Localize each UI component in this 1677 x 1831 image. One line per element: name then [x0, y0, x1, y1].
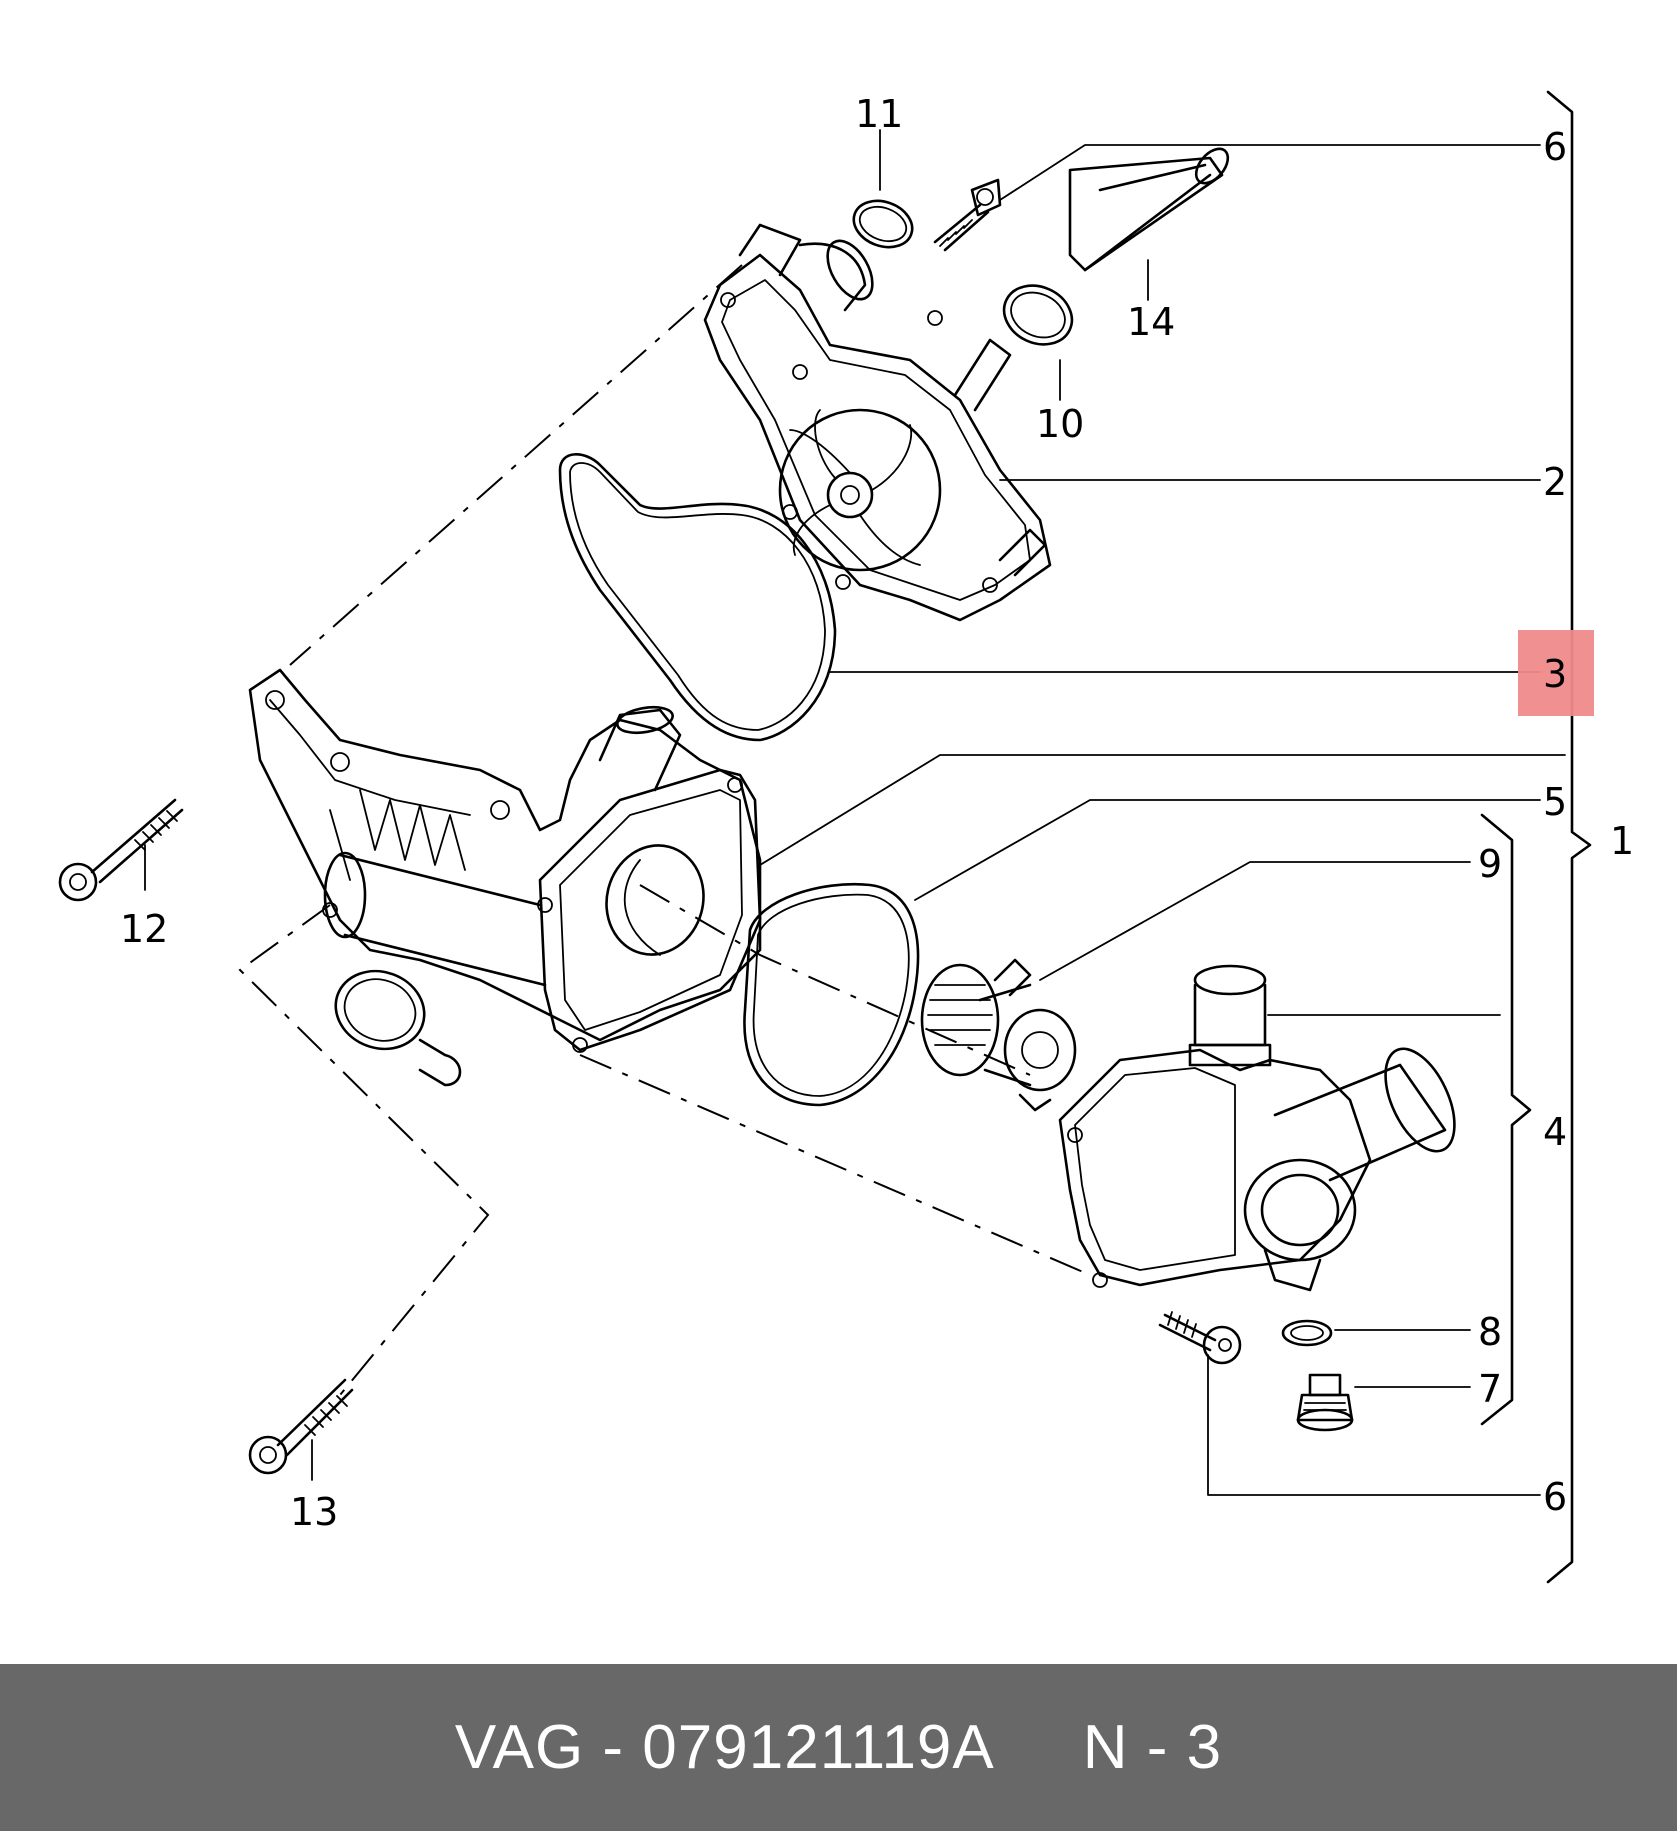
o-ring-11 [852, 199, 914, 249]
gasket-5 [743, 882, 920, 1107]
bolt-6-top [933, 178, 1002, 252]
pipe-14 [1068, 147, 1230, 272]
callout-4: 4 [1543, 1110, 1567, 1154]
assembly-lines [238, 264, 1091, 1396]
bracket-1 [1546, 90, 1592, 1584]
part-number: VAG - 079121119A [454, 1713, 995, 1782]
callout-5: 5 [1543, 780, 1567, 824]
callout-1: 1 [1610, 819, 1634, 863]
callout-11: 11 [855, 92, 903, 136]
water-pump [703, 223, 1052, 622]
coolant-flange [248, 668, 762, 1087]
bracket-4 [1480, 813, 1532, 1426]
callout-9: 9 [1478, 842, 1502, 886]
footer-bar: VAG - 079121119A N - 3 [0, 1664, 1677, 1831]
highlight-box [1518, 630, 1594, 716]
callout-6-bottom: 6 [1543, 1475, 1567, 1519]
callout-labels: 11 6 14 10 2 3 5 1 9 12 4 8 7 13 6 [120, 92, 1634, 1534]
callout-13: 13 [290, 1490, 338, 1534]
seal-8 [1281, 1319, 1333, 1347]
bolt-13 [248, 1378, 354, 1475]
exploded-parts-diagram: 11 6 14 10 2 3 5 1 9 12 4 8 7 13 6 [58, 90, 1634, 1584]
callout-2: 2 [1543, 460, 1567, 504]
o-ring-10 [1002, 284, 1074, 346]
callout-12: 12 [120, 907, 168, 951]
leader-lines [144, 129, 1566, 1496]
callout-8: 8 [1478, 1310, 1502, 1354]
thermostat-9 [920, 958, 1077, 1112]
diagram-position: N - 3 [1082, 1713, 1223, 1782]
callout-10: 10 [1036, 402, 1084, 446]
thermostat-housing-4 [1058, 964, 1456, 1292]
plug-7 [1296, 1373, 1354, 1432]
callout-3: 3 [1543, 652, 1567, 696]
callout-6-top: 6 [1543, 125, 1567, 169]
bolt-6-bottom [1158, 1311, 1242, 1365]
callout-14: 14 [1127, 300, 1175, 344]
gasket-3 [558, 453, 837, 742]
bolt-12 [58, 798, 184, 902]
callout-7: 7 [1478, 1367, 1502, 1411]
